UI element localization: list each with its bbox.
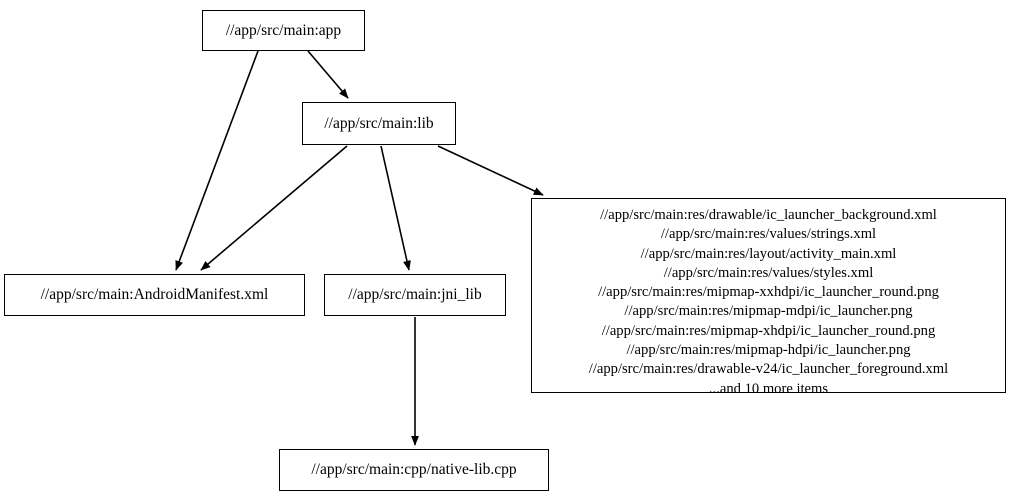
resource-line: ...and 10 more items xyxy=(708,380,829,397)
edge-lib-to-resources xyxy=(437,145,544,196)
node-jni-lib[interactable]: //app/src/main:jni_lib xyxy=(324,274,506,316)
resource-line: //app/src/main:res/layout/activity_main.… xyxy=(640,245,897,262)
resource-line: //app/src/main:res/values/styles.xml xyxy=(663,264,874,281)
node-native-lib-cpp[interactable]: //app/src/main:cpp/native-lib.cpp xyxy=(279,449,549,491)
edge-lib-to-jni-lib xyxy=(380,145,411,271)
resource-line: //app/src/main:res/values/strings.xml xyxy=(660,226,877,243)
resource-line: //app/src/main:res/mipmap-mdpi/ic_launch… xyxy=(624,303,913,320)
resource-line: //app/src/main:res/mipmap-hdpi/ic_launch… xyxy=(626,342,911,359)
resource-line: //app/src/main:res/drawable/ic_launcher_… xyxy=(600,207,937,223)
resource-line: //app/src/main:res/mipmap-xxhdpi/ic_laun… xyxy=(598,284,939,301)
node-app[interactable]: //app/src/main:app xyxy=(202,10,365,51)
edge-lib-to-manifest xyxy=(200,145,348,271)
node-android-manifest[interactable]: //app/src/main:AndroidManifest.xml xyxy=(4,274,305,316)
node-resources-group[interactable]: //app/src/main:res/drawable/ic_launcher_… xyxy=(531,198,1006,397)
resource-line: //app/src/main:res/mipmap-xhdpi/ic_launc… xyxy=(601,322,936,339)
node-lib[interactable]: //app/src/main:lib xyxy=(302,102,456,145)
edge-app-to-manifest xyxy=(175,50,259,271)
edge-app-to-lib xyxy=(307,50,349,99)
resource-line: //app/src/main:res/drawable-v24/ic_launc… xyxy=(588,361,949,378)
